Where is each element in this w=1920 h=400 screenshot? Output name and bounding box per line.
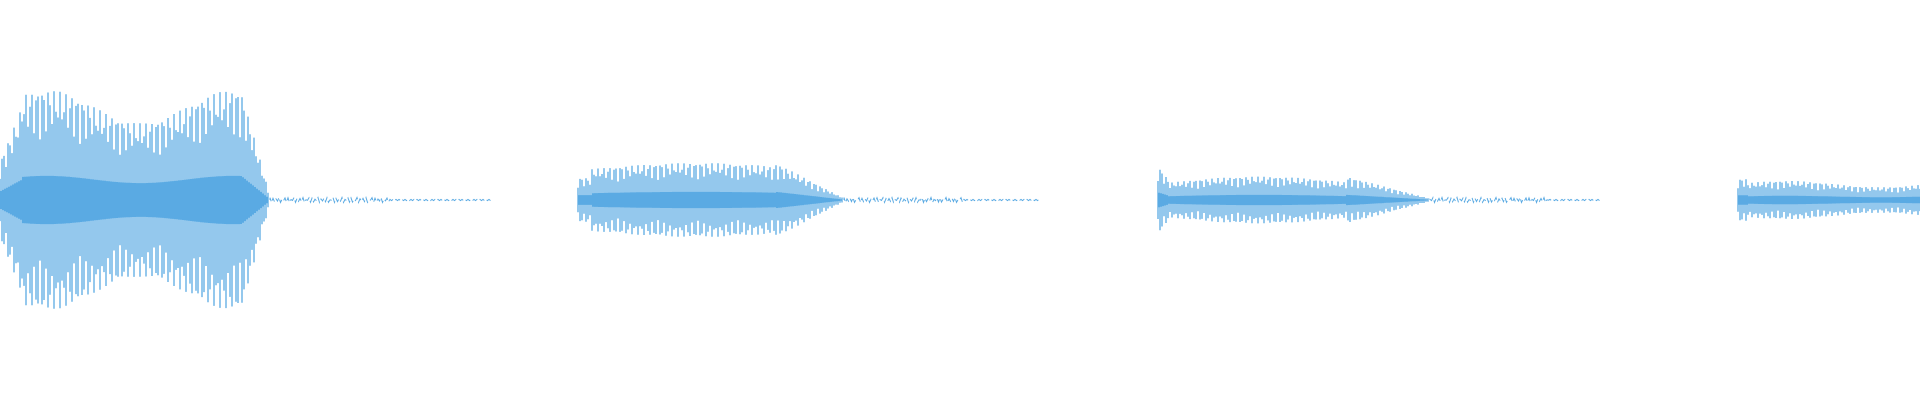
waveform-clip-3[interactable] (1157, 169, 1600, 231)
waveform-clip-2[interactable] (577, 163, 1041, 237)
waveform-tail (269, 195, 491, 205)
waveform-clips (0, 91, 1920, 309)
waveform-core (0, 175, 269, 225)
waveform-tail (843, 195, 1041, 205)
waveform-core (1737, 195, 1920, 205)
waveform-clip-4[interactable] (1737, 179, 1920, 221)
waveform-clip-1[interactable] (0, 91, 491, 309)
waveform-tail (1429, 196, 1600, 205)
waveform-core (577, 191, 843, 209)
waveform-core (1157, 192, 1429, 208)
